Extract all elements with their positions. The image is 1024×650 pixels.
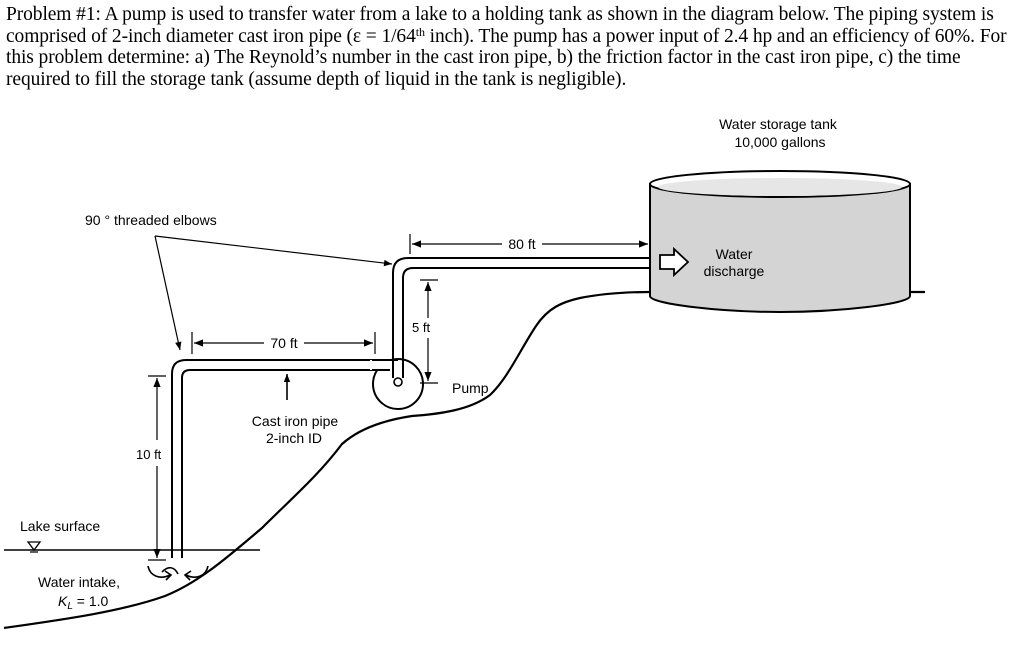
pump — [370, 358, 424, 410]
pipe-label-1: Cast iron pipe — [252, 413, 339, 429]
dimension-80ft — [409, 234, 648, 254]
dimension-5ft-label: 5 ft — [412, 320, 430, 335]
hillside-ground — [3, 290, 925, 630]
discharge-arrow-icon — [659, 246, 690, 278]
dimension-10ft — [148, 375, 166, 561]
intake-coefficient-label: KL = 1.0 — [58, 593, 109, 612]
water-intake-label: Water intake, — [38, 574, 120, 590]
dimension-5ft — [420, 279, 438, 384]
intake-k: K — [58, 593, 68, 609]
intake-pipe — [171, 359, 376, 558]
dimension-70ft — [191, 332, 376, 354]
discharge-pipe — [392, 257, 650, 378]
problem-text-2: inch). The pump has a power input of 2.4… — [6, 25, 1007, 90]
storage-tank — [649, 170, 911, 314]
intake-k-value: = 1.0 — [73, 593, 109, 609]
pump-label: Pump — [452, 380, 489, 396]
pipe-label-2: 2-inch ID — [266, 430, 322, 446]
elbows-label: 90 ° threaded elbows — [85, 212, 217, 228]
water-intake-arrows-icon — [147, 565, 209, 581]
discharge-label-2: discharge — [704, 263, 765, 279]
lake-surface-symbol — [26, 541, 42, 553]
dimension-70ft-label: 70 ft — [270, 335, 297, 351]
tank-volume-label: 10,000 gallons — [734, 134, 825, 150]
dimension-10ft-label: 10 ft — [136, 447, 162, 462]
dimension-80ft-label: 80 ft — [508, 236, 535, 252]
tank-title-label: Water storage tank — [719, 116, 838, 132]
elbow-callout-lines — [154, 235, 393, 351]
discharge-label-1: Water — [716, 246, 753, 262]
intake-k-subscript: L — [67, 601, 73, 612]
problem-text-1: Problem #1: A pump is used to transfer w… — [6, 4, 994, 47]
problem-statement: Problem #1: A pump is used to transfer w… — [6, 4, 1018, 90]
problem-superscript: th — [415, 24, 425, 39]
lake-surface-label: Lake surface — [20, 518, 100, 534]
